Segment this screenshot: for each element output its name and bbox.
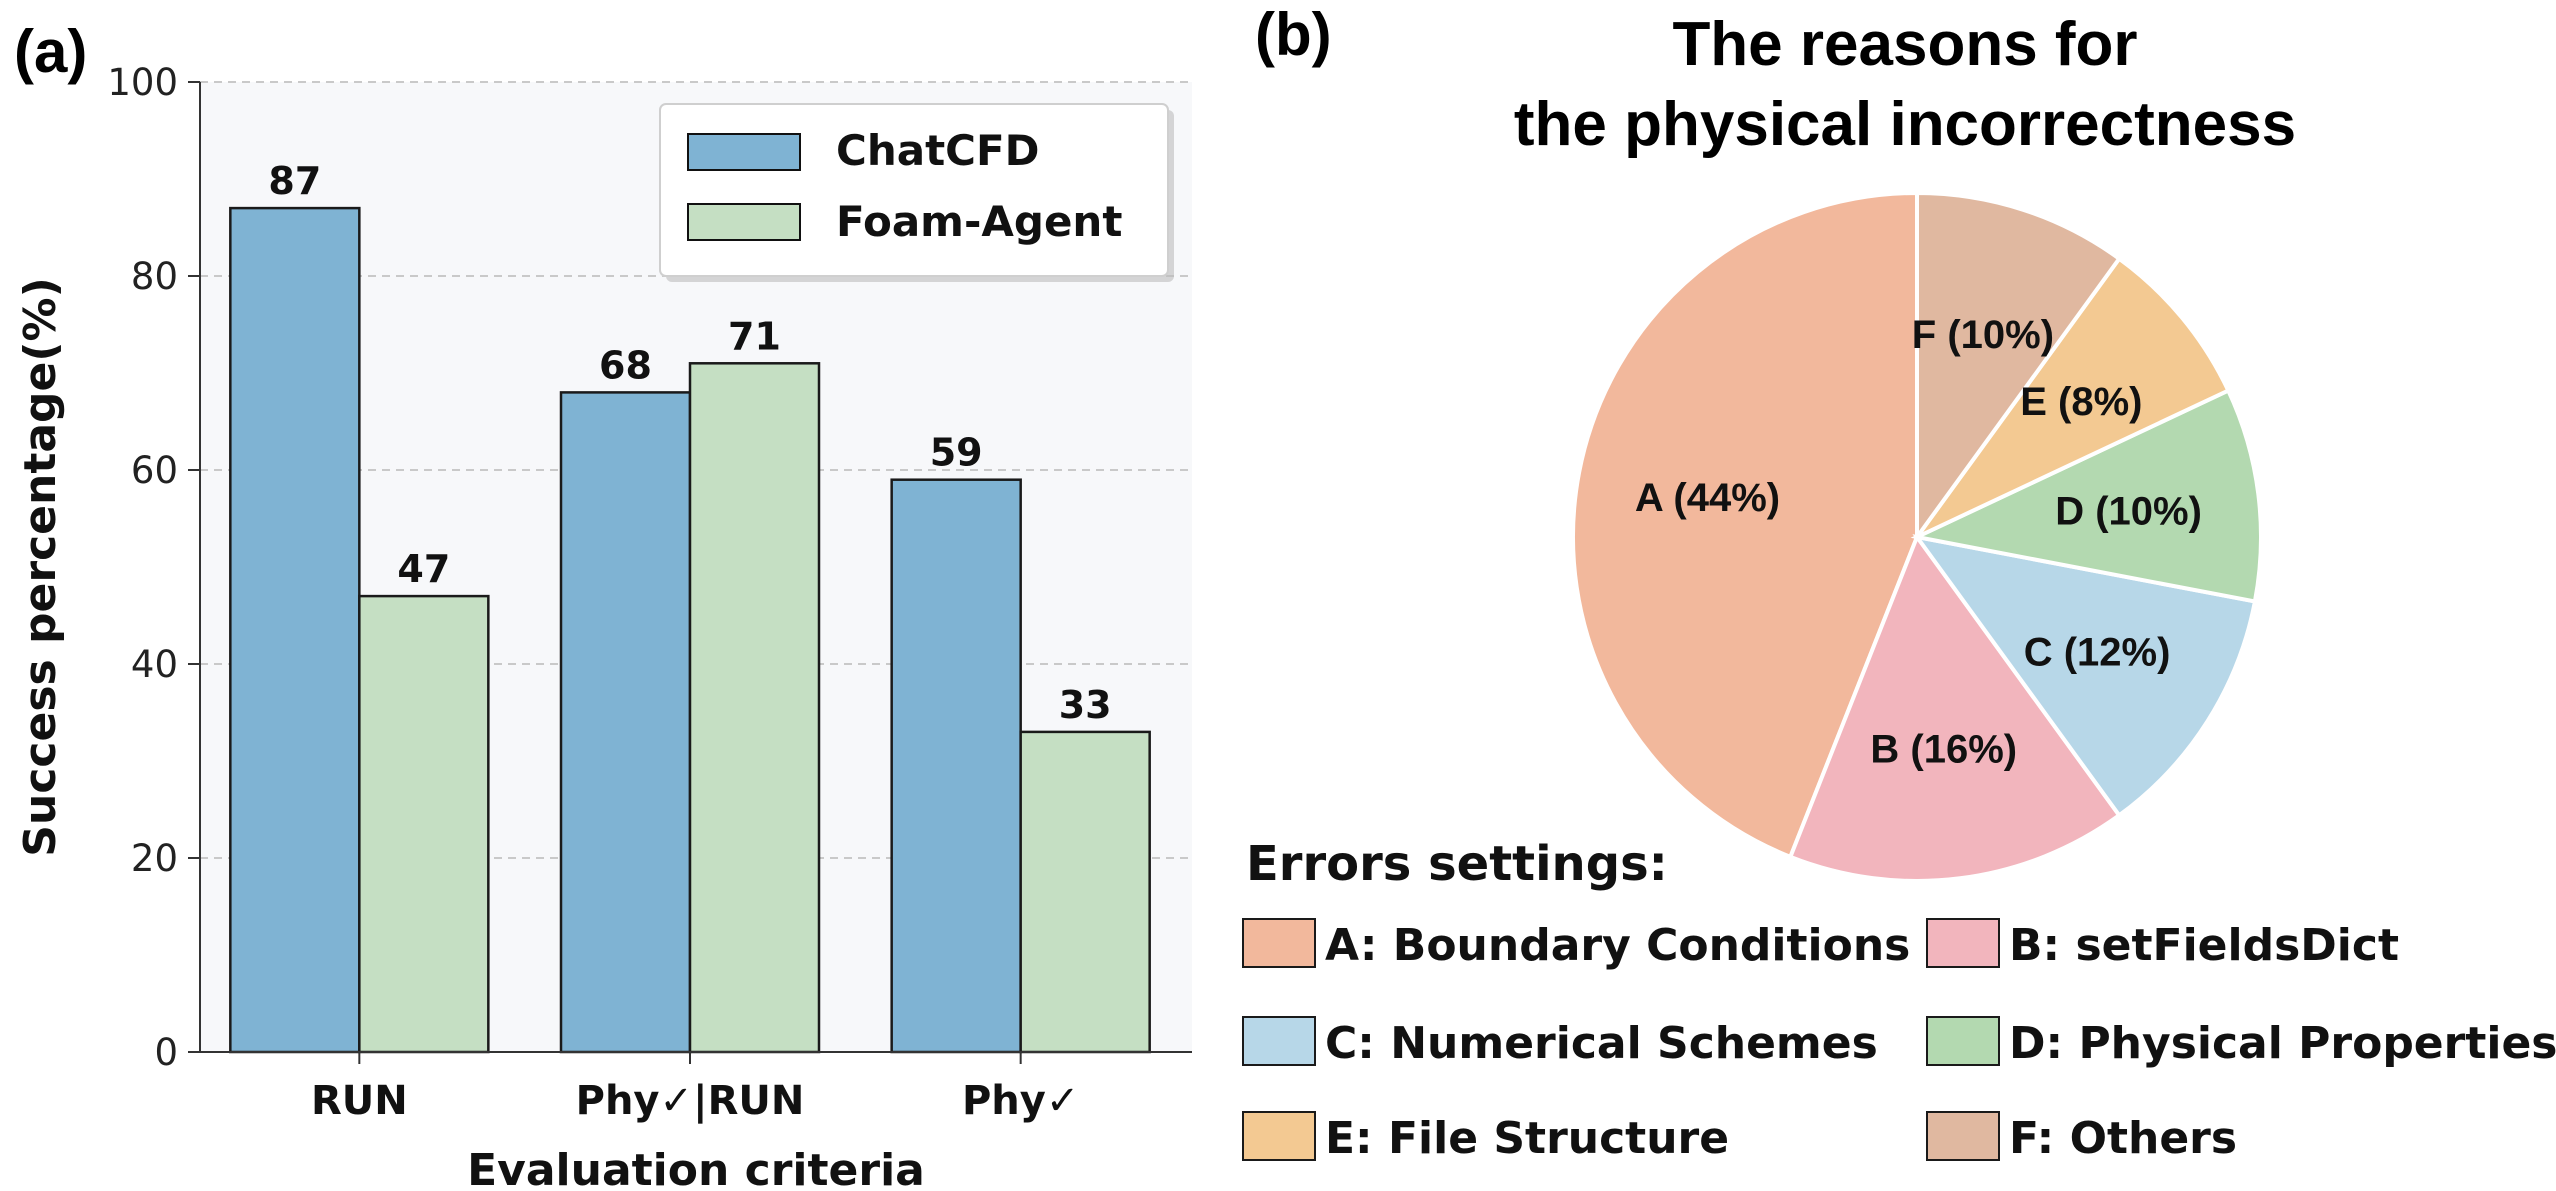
legend-label-foam-agent: Foam-Agent xyxy=(836,197,1122,246)
pie-legend-swatch-e xyxy=(1242,1111,1316,1161)
pie-legend-label: D: Physical Properties xyxy=(2009,1018,2556,1069)
pie-slice-label: D (10%) xyxy=(2055,489,2202,533)
bar-value-label: 59 xyxy=(930,431,983,475)
pie-slice-label: E (8%) xyxy=(2020,380,2142,424)
y-tick-label: 60 xyxy=(131,449,178,492)
pie-slice-label: B (16%) xyxy=(1870,728,2017,772)
bar-foam-agent-phy xyxy=(1019,730,1151,1054)
bar-chatcfd-phy xyxy=(890,478,1022,1054)
pie-slice-label: F (10%) xyxy=(1912,313,2054,357)
pie-slice-a xyxy=(1571,190,1919,860)
pie-legend-label: A: Boundary Conditions xyxy=(1325,920,1910,971)
bar-value-label: 71 xyxy=(728,314,781,358)
x-axis-title: Evaluation criteria xyxy=(467,1145,925,1191)
pie-title-line-2: the physical incorrectness xyxy=(1514,90,2296,159)
x-tick-label: RUN xyxy=(311,1078,408,1124)
pie-legend-label: B: setFieldsDict xyxy=(2009,920,2399,971)
bar-value-label: 33 xyxy=(1059,683,1112,727)
y-tick-label: 80 xyxy=(131,255,178,298)
x-ticks: RUN Phy✓|RUN Phy✓ xyxy=(311,1052,1079,1125)
pie-title-line-1: The reasons for xyxy=(1672,10,2137,79)
pie-legend-title: Errors settings: xyxy=(1246,836,1668,892)
pie-slice-d xyxy=(1910,387,2263,604)
pie-slice-e xyxy=(1915,255,2231,539)
pie-legend-swatch-a xyxy=(1242,918,1316,968)
bar-value-labels: 87 47 68 71 59 33 xyxy=(268,159,1111,727)
pie-legend-label: C: Numerical Schemes xyxy=(1325,1018,1878,1069)
y-tick-label: 100 xyxy=(107,61,178,104)
pie-slice-b xyxy=(1787,532,2122,883)
legend-swatch-foam-agent xyxy=(687,203,801,241)
bar-chatcfd-phy-run xyxy=(559,391,692,1054)
panel-b-label: (b) xyxy=(1255,1,1332,68)
pie-slice-labels: A (44%) B (16%) C (12%) D (10%) E (8%) F (10%… xyxy=(1635,313,2202,771)
bar-foam-agent-phy-run xyxy=(688,362,821,1054)
bar-foam-agent-run xyxy=(358,594,490,1054)
pie-slice-c xyxy=(1912,534,2258,819)
legend-label-chatcfd: ChatCFD xyxy=(836,126,1040,175)
x-tick-label: Phy✓|RUN xyxy=(576,1078,805,1125)
bar-chart: 87 47 68 71 59 33 0 20 40 60 80 100 RUN Phy✓|RUN Phy… xyxy=(15,61,1192,1191)
pie-chart: The reasons for the physical incorrectne… xyxy=(1242,10,2556,1164)
legend-swatch-chatcfd xyxy=(687,133,801,171)
pie-slice-label: A (44%) xyxy=(1635,476,1780,520)
pie-slice-label: C (12%) xyxy=(2024,630,2171,674)
bar-value-label: 68 xyxy=(599,343,652,387)
y-ticks: 0 20 40 60 80 100 xyxy=(107,61,200,1074)
y-tick-label: 20 xyxy=(131,837,178,880)
x-tick-label: Phy✓ xyxy=(962,1078,1079,1124)
pie-legend: A: Boundary Conditions B: setFieldsDictC:… xyxy=(1242,918,2556,1164)
bar-value-label: 87 xyxy=(268,159,321,203)
bar-value-label: 47 xyxy=(397,547,450,591)
pie-legend-swatch-f xyxy=(1926,1111,2000,1161)
pie-legend-swatch-d xyxy=(1926,1016,2000,1066)
y-axis-title: Success percentage(%) xyxy=(15,277,66,856)
pie-legend-label: E: File Structure xyxy=(1325,1113,1729,1164)
pie-slice-f xyxy=(1915,190,2122,544)
bar-chatcfd-run xyxy=(229,206,361,1054)
pie-legend-label: F: Others xyxy=(2009,1113,2237,1164)
pie-legend-swatch-c xyxy=(1242,1016,1316,1066)
bars xyxy=(229,206,1151,1054)
bar-legend: ChatCFD Foam-Agent xyxy=(659,103,1174,282)
y-tick-label: 0 xyxy=(154,1031,178,1074)
panel-a-label: (a) xyxy=(14,18,87,85)
pie-legend-swatch-b xyxy=(1926,918,2000,968)
pie-slices xyxy=(1571,190,2263,883)
y-tick-label: 40 xyxy=(131,643,178,686)
